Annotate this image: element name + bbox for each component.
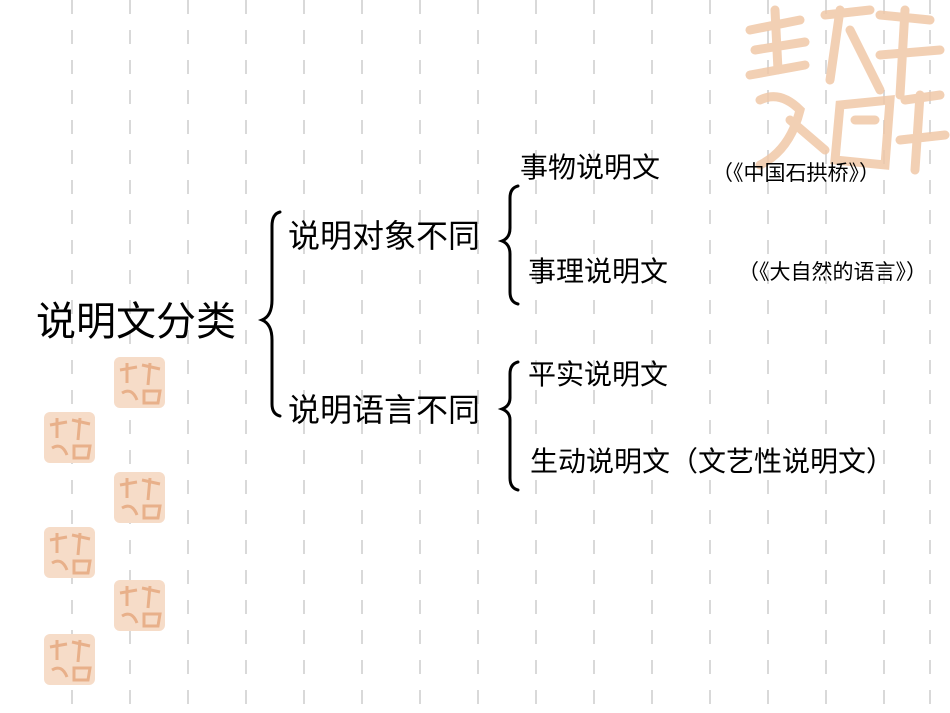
leaf-plain-label: 平实说明文 bbox=[528, 358, 669, 391]
branch-object-label: 说明对象不同 bbox=[288, 217, 481, 255]
seal-small-6 bbox=[44, 634, 95, 685]
seal-small-4 bbox=[44, 527, 95, 578]
seal-small-5 bbox=[114, 580, 165, 631]
leaf-thing-label: 事物说明文 bbox=[520, 151, 661, 184]
branch1-bracket bbox=[497, 184, 520, 306]
seal-small-1 bbox=[114, 357, 165, 408]
leaf-thing-note: （《中国石拱桥》） bbox=[712, 161, 880, 185]
root-label: 说明文分类 bbox=[36, 299, 236, 345]
branch-language-label: 说明语言不同 bbox=[288, 391, 481, 429]
branch2-bracket bbox=[497, 360, 520, 492]
seal-small-3 bbox=[114, 472, 165, 523]
root-bracket bbox=[257, 210, 282, 418]
leaf-vivid-label: 生动说明文（文艺性说明文） bbox=[530, 445, 895, 478]
leaf-reason-label: 事理说明文 bbox=[528, 255, 669, 288]
seal-small-2 bbox=[44, 412, 95, 463]
leaf-reason-note: （《大自然的语言》） bbox=[738, 260, 927, 284]
seal-logo-large bbox=[745, 5, 950, 175]
